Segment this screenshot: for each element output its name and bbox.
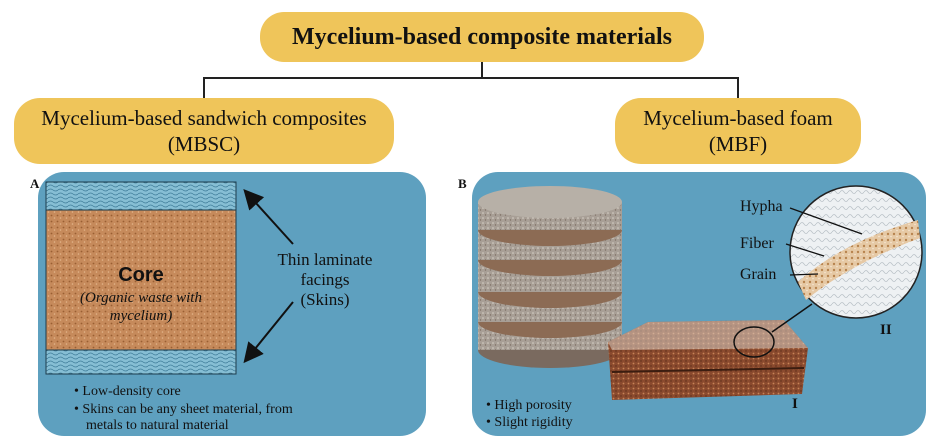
top-skin	[45, 181, 237, 211]
panel-b-bullet-1: • High porosity	[486, 398, 572, 413]
zoom-circle-small	[733, 326, 775, 358]
connector-vertical-top	[481, 62, 483, 78]
connector-left-drop	[203, 77, 205, 99]
panel-a: Core (Organic waste with mycelium) Thin …	[38, 172, 426, 436]
facings-line1: Thin laminate	[277, 250, 373, 269]
facings-line3: (Skins)	[300, 290, 350, 309]
foam-slab	[608, 320, 808, 400]
mbsc-pill: Mycelium-based sandwich composites (MBSC…	[14, 98, 394, 164]
zoom-circle-large	[789, 185, 923, 319]
panel-a-letter: A	[30, 176, 40, 191]
sandwich-diagram	[45, 181, 294, 375]
bottom-skin	[45, 349, 237, 375]
arrow-to-top-skin	[243, 189, 294, 245]
grain-pointer	[789, 273, 819, 276]
roman-numeral-2: II	[880, 322, 892, 338]
foam-illustration	[478, 185, 923, 400]
grain-label: Grain	[740, 266, 777, 283]
panel-a-bullet-1: • Low-density core	[74, 384, 181, 399]
connector-horizontal	[203, 77, 739, 79]
hypha-label: Hypha	[740, 198, 783, 215]
mbf-pill: Mycelium-based foam (MBF)	[615, 98, 861, 164]
zoom-connector	[771, 303, 813, 333]
connector-right-drop	[737, 77, 739, 99]
panel-b-bullet-2: • Slight rigidity	[486, 415, 573, 430]
panel-a-bullet-3: metals to natural material	[86, 418, 229, 433]
core-block	[45, 209, 237, 351]
title-pill: Mycelium-based composite materials	[260, 12, 704, 62]
mbsc-label-line2: (MBSC)	[167, 132, 241, 156]
panel-b: Hypha Fiber Grain I II • High porosity •…	[472, 172, 926, 436]
core-sub-line1: (Organic waste with	[80, 290, 202, 306]
fiber-label: Fiber	[740, 235, 774, 252]
mbf-label-line2: (MBF)	[708, 132, 768, 156]
facings-line2: facings	[300, 270, 350, 289]
core-sub-line2: mycelium)	[109, 308, 173, 324]
mbf-label-line1: Mycelium-based foam	[643, 106, 833, 130]
core-label: Core	[118, 264, 164, 286]
fiber-pointer	[785, 243, 825, 257]
title: Mycelium-based composite materials	[292, 23, 672, 50]
arrow-to-bottom-skin	[243, 301, 294, 364]
panel-b-letter: B	[458, 176, 467, 191]
disc-stack	[478, 186, 622, 368]
panel-a-bullet-2: • Skins can be any sheet material, from	[74, 402, 293, 417]
roman-numeral-1: I	[792, 396, 798, 412]
mbsc-label-line1: Mycelium-based sandwich composites	[41, 106, 367, 130]
hypha-pointer	[789, 207, 863, 235]
